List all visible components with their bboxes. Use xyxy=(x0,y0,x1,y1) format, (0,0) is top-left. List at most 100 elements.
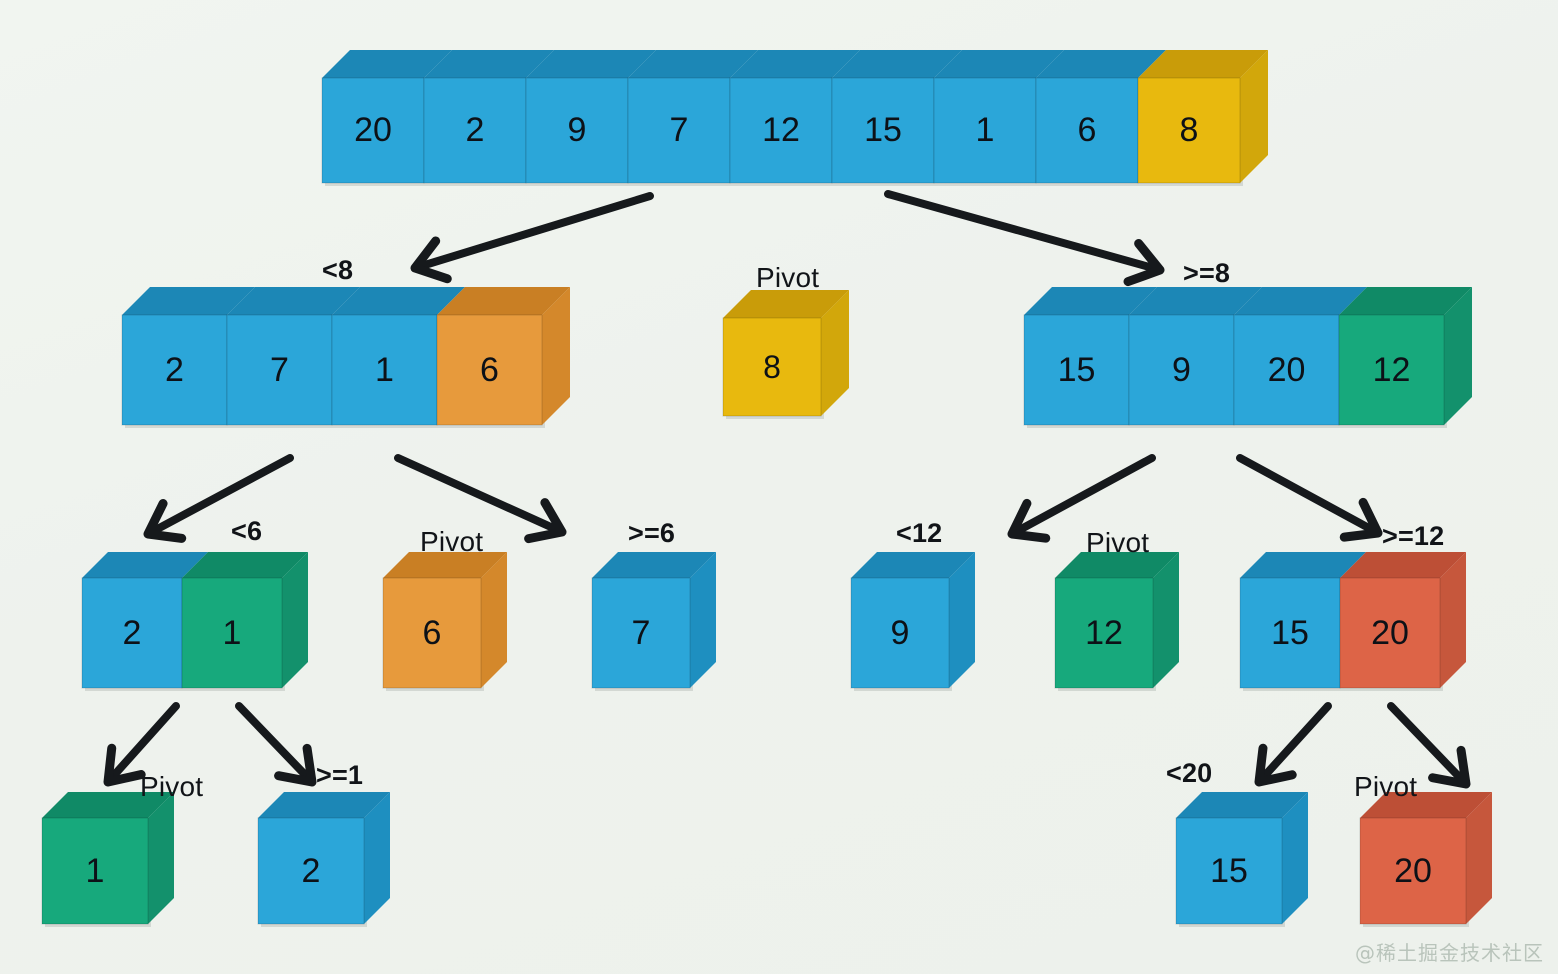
cell-front-face[interactable] xyxy=(591,577,691,689)
cell-side-face xyxy=(949,552,975,688)
cell-front-face[interactable] xyxy=(321,77,425,184)
cell-value: 20 xyxy=(354,111,392,149)
cell-front-face[interactable] xyxy=(850,577,950,689)
cell-front-face[interactable] xyxy=(1339,577,1441,689)
cell-side-face xyxy=(1444,287,1472,425)
cell-top-face xyxy=(934,50,1064,78)
cell-front-face[interactable] xyxy=(1175,817,1283,925)
cell-value: 9 xyxy=(567,111,587,149)
cell-front-face[interactable] xyxy=(729,77,833,184)
cell-top-face xyxy=(526,50,656,78)
cell-front-face[interactable] xyxy=(121,314,228,426)
cell-side-face xyxy=(364,792,390,924)
arrow-head xyxy=(143,499,187,543)
arrow xyxy=(1254,702,1332,787)
cell-front-face[interactable] xyxy=(1137,77,1241,184)
cell-front-face[interactable] xyxy=(1239,577,1341,689)
cell-top-face xyxy=(227,287,360,315)
cell-front-face[interactable] xyxy=(331,314,438,426)
array-block-lt20[interactable]: 15 xyxy=(1175,792,1308,927)
block-faces xyxy=(1023,287,1472,428)
cell-front-face[interactable] xyxy=(257,817,365,925)
cell-front-face[interactable] xyxy=(181,577,283,689)
block-faces xyxy=(722,290,849,419)
block-faces xyxy=(1175,792,1308,927)
cell-values: 8 xyxy=(723,318,821,416)
array-block-pivot-8[interactable]: 8 xyxy=(722,290,849,419)
array-block-pivot-12[interactable]: 12 xyxy=(1054,552,1179,691)
arrow-head xyxy=(524,498,567,544)
cell-value: 7 xyxy=(669,111,689,149)
cell-front-face[interactable] xyxy=(382,577,482,689)
cell-top-face xyxy=(82,552,208,578)
label-gte8: >=8 xyxy=(1183,258,1231,288)
cell-front-face[interactable] xyxy=(1233,314,1340,426)
label-gte6: >=6 xyxy=(628,518,676,548)
cell-top-face xyxy=(1055,552,1179,578)
arrow-head xyxy=(1254,743,1297,787)
cell-front-face[interactable] xyxy=(423,77,527,184)
label-gte12: >=12 xyxy=(1382,521,1445,551)
cell-front-face[interactable] xyxy=(1359,817,1467,925)
cell-top-face xyxy=(851,552,975,578)
cell-front-face[interactable] xyxy=(1023,314,1130,426)
cell-side-face xyxy=(1153,552,1179,688)
block-faces xyxy=(591,552,716,691)
cell-side-face xyxy=(1240,50,1268,183)
block-faces xyxy=(850,552,975,691)
cell-top-face xyxy=(437,287,570,315)
cell-top-face xyxy=(1176,792,1308,818)
cell-front-face[interactable] xyxy=(226,314,333,426)
array-block-gte1[interactable]: 2 xyxy=(257,792,390,927)
cell-side-face xyxy=(1440,552,1466,688)
cell-front-face[interactable] xyxy=(831,77,935,184)
array-block-pivot-1[interactable]: 1 xyxy=(41,792,174,927)
arrow-head xyxy=(410,236,452,284)
cell-front-face[interactable] xyxy=(436,314,543,426)
array-block-pivot-20[interactable]: 20 xyxy=(1359,792,1492,927)
cell-front-face[interactable] xyxy=(525,77,629,184)
label-gte1: >=1 xyxy=(316,760,364,790)
arrow-head xyxy=(1123,239,1165,287)
cell-side-face xyxy=(821,290,849,416)
cell-front-face[interactable] xyxy=(722,317,822,417)
cell-top-face xyxy=(1036,50,1166,78)
arrow-head xyxy=(1007,498,1051,543)
cell-front-face[interactable] xyxy=(1338,314,1445,426)
arrow-head xyxy=(1339,497,1383,542)
cell-front-face[interactable] xyxy=(41,817,149,925)
cell-value: 8 xyxy=(1179,111,1199,149)
label-pivot8: Pivot xyxy=(756,262,820,293)
cell-top-face xyxy=(1240,552,1366,578)
array-block-gte6[interactable]: 7 xyxy=(591,552,716,691)
cell-side-face xyxy=(542,287,570,425)
cell-side-face xyxy=(690,552,716,688)
label-pivot12: Pivot xyxy=(1086,527,1150,558)
cell-value: 1 xyxy=(975,111,995,149)
block-faces xyxy=(257,792,390,927)
cell-front-face[interactable] xyxy=(81,577,183,689)
cell-front-face[interactable] xyxy=(1035,77,1139,184)
cell-top-face xyxy=(832,50,962,78)
array-block-pivot-6[interactable]: 6 xyxy=(382,552,507,691)
array-block-lt12[interactable]: 9 xyxy=(850,552,975,691)
cell-front-face[interactable] xyxy=(1128,314,1235,426)
cell-top-face xyxy=(1138,50,1268,78)
block-faces xyxy=(1359,792,1492,927)
cell-value: 8 xyxy=(763,348,781,385)
cell-front-face[interactable] xyxy=(1054,577,1154,689)
arrow xyxy=(235,702,317,787)
block-faces xyxy=(1054,552,1179,691)
cell-value: 1 xyxy=(85,851,105,890)
cell-front-face[interactable] xyxy=(933,77,1037,184)
cell-side-face xyxy=(282,552,308,688)
arrow xyxy=(143,454,294,543)
